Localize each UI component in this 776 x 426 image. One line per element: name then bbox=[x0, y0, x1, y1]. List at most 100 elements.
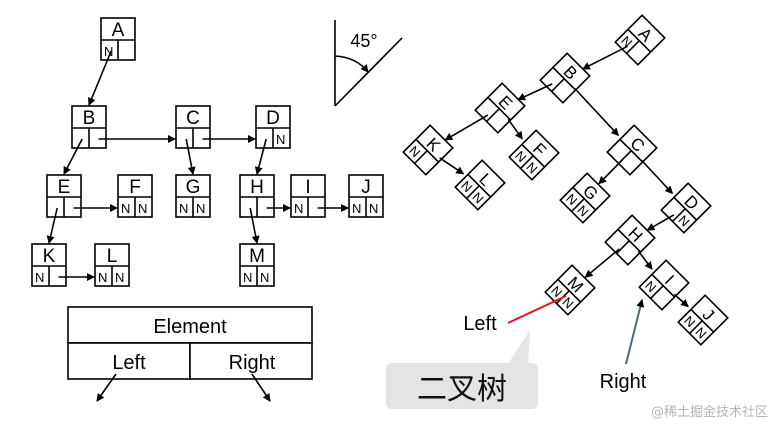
child-null-label: N bbox=[352, 201, 361, 216]
node-label: M bbox=[249, 246, 265, 267]
legend-left-cell bbox=[67, 342, 191, 380]
rotated-edge-c-d bbox=[640, 159, 674, 195]
sibling-null-label: N bbox=[369, 201, 378, 216]
rotated-edge-d-h bbox=[646, 214, 675, 231]
node-divider bbox=[467, 173, 492, 198]
child-null-label: N bbox=[98, 270, 107, 285]
child-null-label: N bbox=[243, 270, 252, 285]
node-divider bbox=[673, 196, 698, 221]
node-divider bbox=[627, 28, 652, 53]
rotated-edge-a-b bbox=[581, 45, 628, 70]
rotated-node-j: JNN bbox=[677, 294, 729, 346]
rotated-node-b: B bbox=[539, 52, 591, 104]
node-b: B bbox=[71, 105, 107, 149]
legend-right-arrow bbox=[251, 373, 271, 402]
node-label: B bbox=[83, 108, 96, 129]
sibling-null-label: N bbox=[276, 132, 285, 147]
rotated-node-f: FNN bbox=[508, 129, 560, 181]
node-field-divider bbox=[519, 155, 534, 170]
node-field-divider bbox=[671, 208, 686, 223]
callout-tail bbox=[508, 330, 530, 364]
node-k: KN bbox=[31, 243, 67, 287]
rotated-edge-c-g bbox=[598, 159, 623, 185]
node-label: G bbox=[186, 177, 201, 198]
node-label: F bbox=[129, 177, 141, 198]
rotated-node-d: DN bbox=[660, 182, 712, 234]
rotated-tree-annotations: Left Right bbox=[463, 295, 647, 393]
node-label: H bbox=[250, 177, 264, 198]
rotated-edge-h-m bbox=[584, 248, 620, 278]
rotated-node-k: KN bbox=[402, 124, 454, 176]
edge-child-h-m bbox=[249, 207, 260, 244]
node-i: IN bbox=[290, 174, 326, 218]
angle-arc bbox=[334, 55, 369, 73]
child-null-label: N bbox=[179, 201, 188, 216]
node-field-divider bbox=[465, 185, 480, 200]
watermark: @稀土掘金技术社区 bbox=[650, 405, 768, 420]
rotated-edge-b-c bbox=[573, 87, 620, 137]
angle-label: 45° bbox=[350, 31, 377, 51]
child-null-label: N bbox=[121, 201, 130, 216]
node-label: D bbox=[266, 108, 280, 129]
sibling-null-label: N bbox=[115, 270, 124, 285]
rotated-node-h: H bbox=[604, 214, 656, 266]
edge-child-d-h bbox=[254, 138, 267, 175]
node-label: L bbox=[107, 246, 118, 267]
callout-text: 二叉树 bbox=[417, 372, 507, 407]
left-pointer-line bbox=[507, 295, 567, 324]
node-e: E bbox=[46, 174, 82, 218]
rotated-edge-e-f bbox=[507, 118, 523, 140]
node-divider bbox=[557, 278, 582, 303]
node-field-divider bbox=[625, 40, 640, 55]
node-structure-legend: Element Left Right bbox=[67, 306, 313, 402]
node-label: C bbox=[186, 108, 200, 129]
child-null-label: N bbox=[104, 44, 113, 59]
legend-element-label: Element bbox=[153, 316, 227, 338]
legend-element-cell bbox=[67, 306, 313, 344]
rotated-edge-i-j bbox=[673, 293, 689, 308]
tree-left-label: Left bbox=[463, 313, 497, 335]
node-divider bbox=[572, 186, 597, 211]
sibling-null-label: N bbox=[196, 201, 205, 216]
edge-child-a-b bbox=[87, 50, 112, 106]
rotated-node-e: E bbox=[474, 82, 526, 134]
rotated-edge-h-i bbox=[637, 250, 653, 270]
tree-right-label: Right bbox=[600, 371, 647, 393]
right-pointer-line bbox=[625, 299, 645, 365]
rotated-edge-b-e bbox=[517, 83, 553, 101]
rotated-edge-k-l bbox=[439, 157, 465, 175]
rotated-node-i: IN bbox=[638, 259, 690, 311]
legend-left-label: Left bbox=[112, 352, 146, 374]
edge-child-e-k bbox=[46, 207, 58, 244]
node-d: DN bbox=[255, 105, 291, 149]
node-a: AN bbox=[100, 17, 136, 61]
node-divider bbox=[619, 138, 644, 163]
sibling-null-label: N bbox=[260, 270, 269, 285]
node-field-divider bbox=[485, 108, 500, 123]
edge-child-c-g bbox=[185, 138, 196, 175]
rotated-edge-e-k bbox=[444, 114, 489, 141]
node-field-divider bbox=[570, 198, 585, 213]
node-label: K bbox=[43, 246, 56, 267]
node-divider bbox=[487, 96, 512, 121]
sibling-null-label: N bbox=[138, 201, 147, 216]
node-divider bbox=[617, 228, 642, 253]
rotated-node-a: AN bbox=[614, 14, 666, 66]
node-label: I bbox=[305, 177, 310, 198]
node-field-divider bbox=[649, 285, 664, 300]
legend-right-cell bbox=[189, 342, 313, 380]
node-label: J bbox=[361, 177, 371, 198]
edge-child-b-e bbox=[63, 138, 83, 175]
node-divider bbox=[651, 273, 676, 298]
node-h: H bbox=[239, 174, 275, 218]
node-field-divider bbox=[413, 150, 428, 165]
rotated-node-l: LNN bbox=[454, 159, 506, 211]
node-divider bbox=[552, 66, 577, 91]
